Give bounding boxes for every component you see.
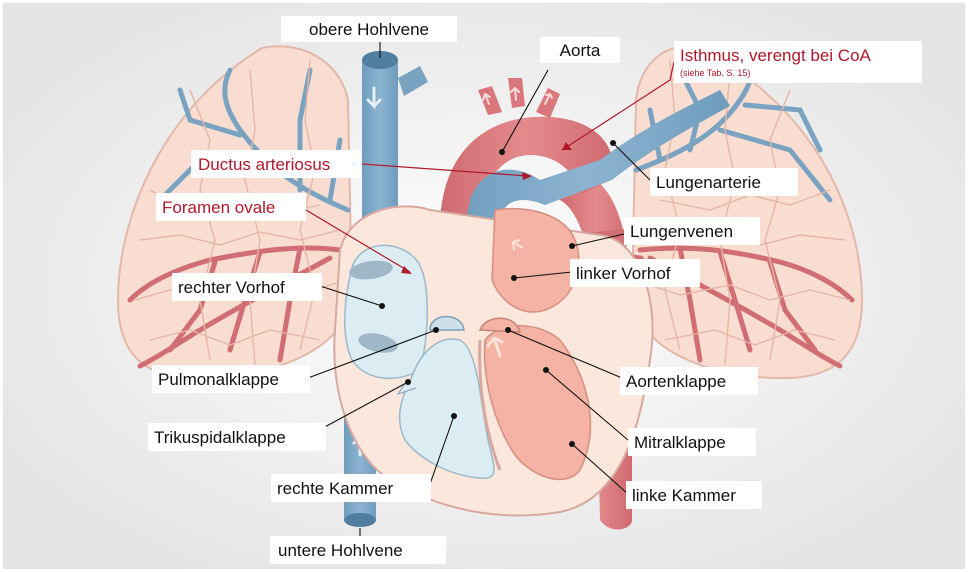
label-isthmus: Isthmus, verengt bei CoA bbox=[680, 46, 872, 65]
label-aorta: Aorta bbox=[560, 41, 601, 60]
heart-image bbox=[334, 206, 652, 515]
dot-linker-vorhof bbox=[511, 275, 517, 281]
label-lungenarterie: Lungenarterie bbox=[656, 173, 761, 192]
dot-rechter-vorhof bbox=[379, 303, 385, 309]
dot-pulmonalklappe bbox=[433, 327, 439, 333]
label-linker-vorhof: linker Vorhof bbox=[576, 264, 671, 283]
dot-lungenarterie bbox=[610, 140, 616, 146]
label-linke-kammer: linke Kammer bbox=[632, 486, 736, 505]
label-lungenvenen: Lungenvenen bbox=[630, 222, 733, 241]
label-isthmus-ref: (siehe Tab. S. 15) bbox=[680, 68, 750, 78]
label-obere-hohlvene: obere Hohlvene bbox=[309, 20, 429, 39]
dot-rechte-kammer bbox=[451, 413, 457, 419]
label-rechte-kammer: rechte Kammer bbox=[277, 479, 394, 498]
dot-aortenklappe bbox=[505, 327, 511, 333]
label-ductus: Ductus arteriosus bbox=[198, 155, 330, 174]
label-foramen: Foramen ovale bbox=[162, 198, 275, 217]
dot-lungenvenen bbox=[569, 243, 575, 249]
label-mitralklappe: Mitralklappe bbox=[634, 433, 726, 452]
label-aortenklappe: Aortenklappe bbox=[626, 372, 726, 391]
dot-linke-kammer bbox=[569, 441, 575, 447]
label-pulmonalklappe: Pulmonalklappe bbox=[158, 370, 279, 389]
label-trikuspidalklappe: Trikuspidalklappe bbox=[154, 428, 286, 447]
label-untere-hohlvene: untere Hohlvene bbox=[278, 541, 403, 560]
dot-trikuspidalklappe bbox=[405, 379, 411, 385]
dot-aorta bbox=[499, 149, 505, 155]
label-rechter-vorhof: rechter Vorhof bbox=[178, 278, 285, 297]
dot-mitralklappe bbox=[543, 367, 549, 373]
